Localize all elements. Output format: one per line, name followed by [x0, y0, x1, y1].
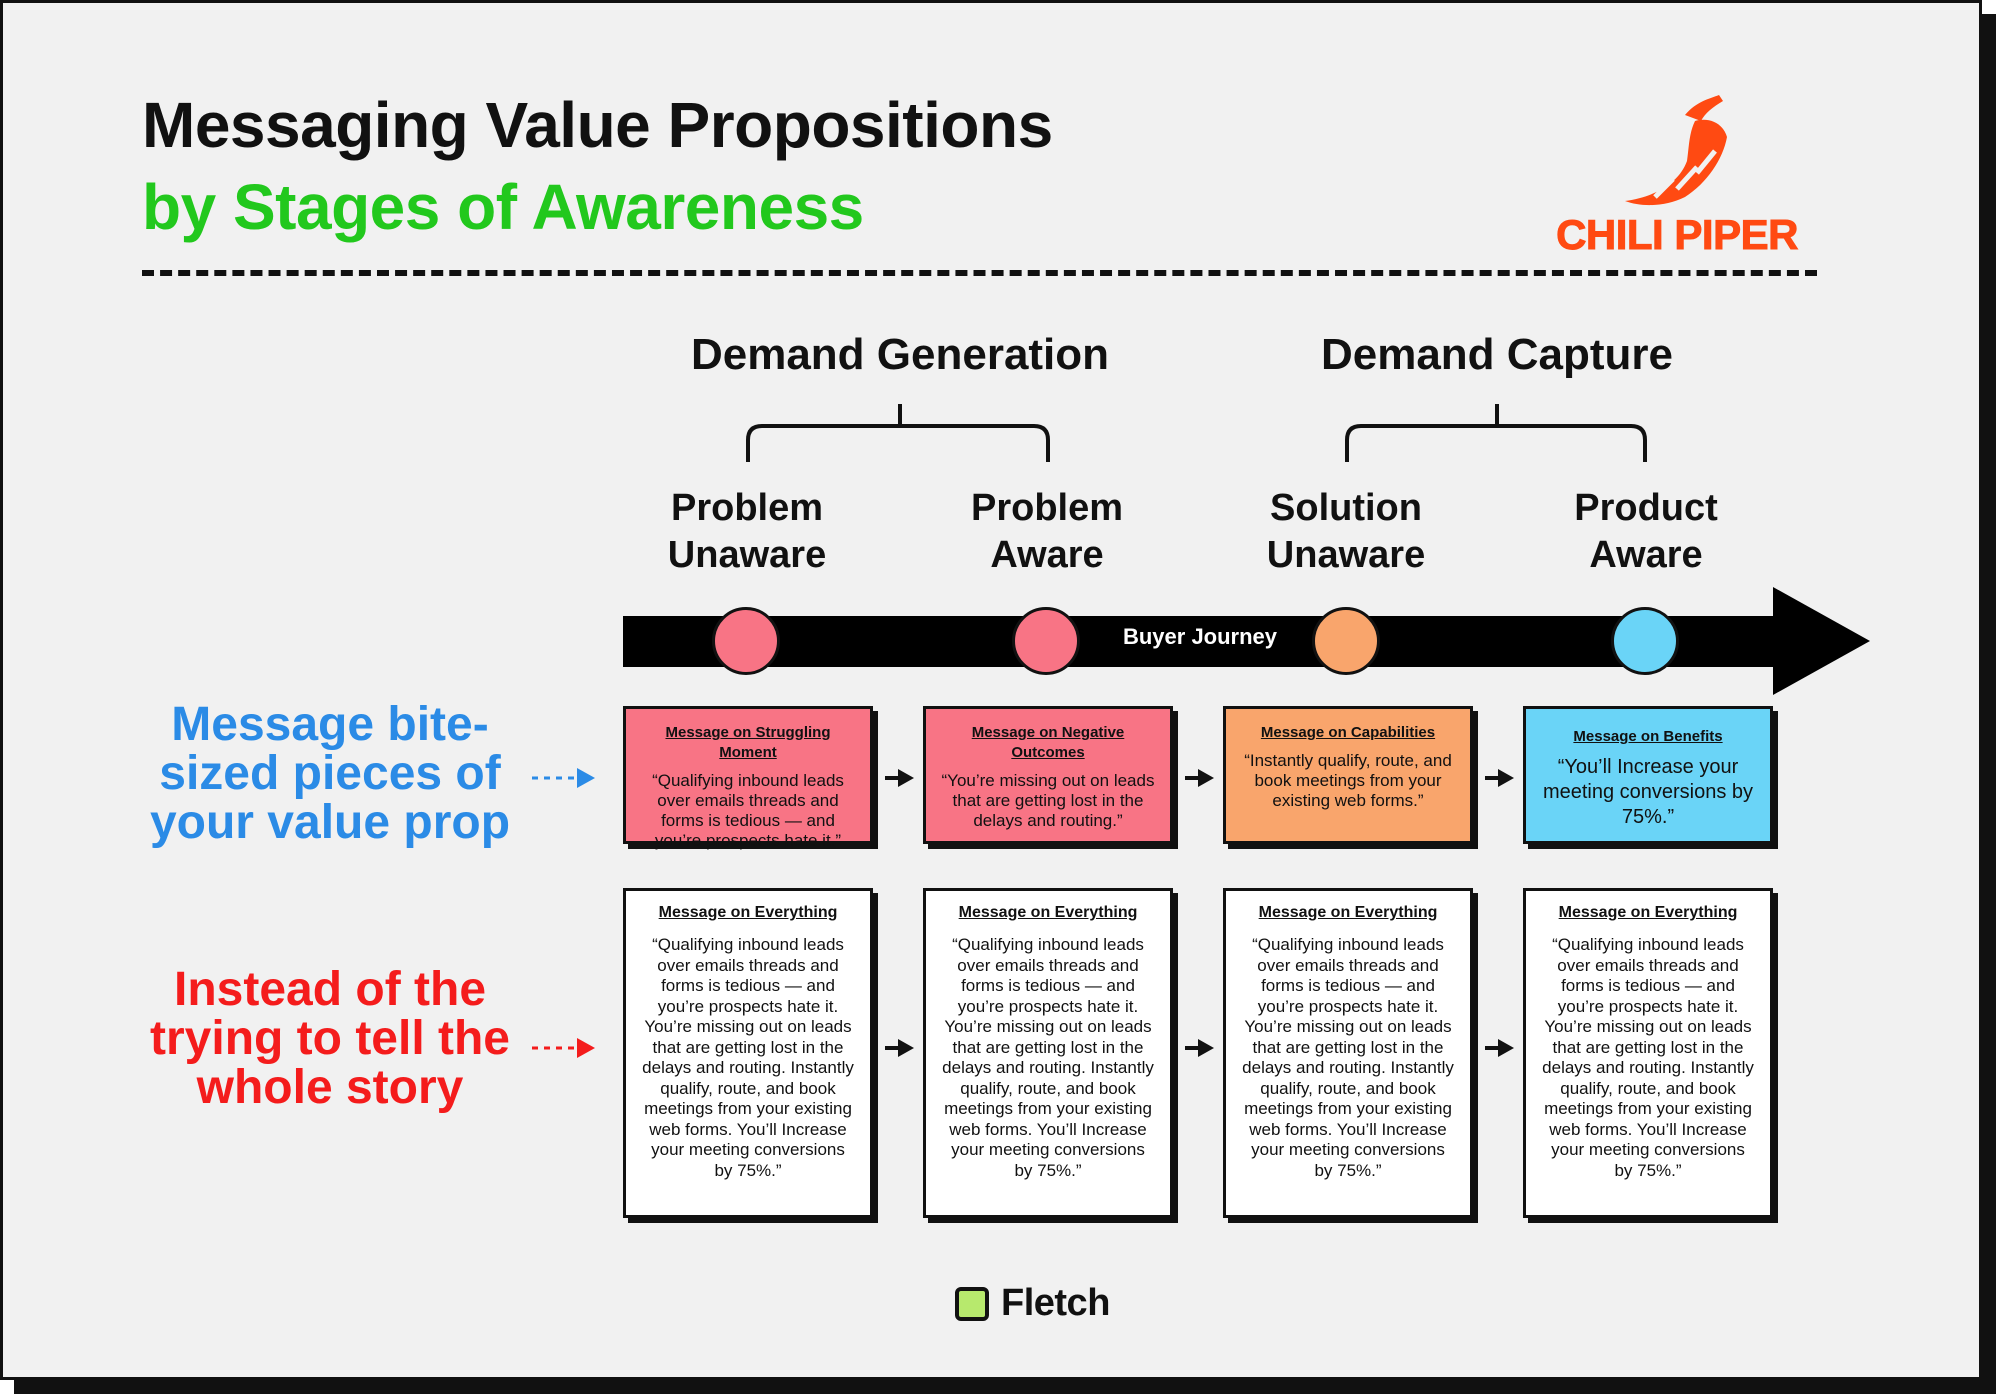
message-box-body: “You’re missing out on leads that are ge…: [941, 771, 1155, 830]
group-label-demand-capture: Demand Capture: [1320, 330, 1674, 379]
message-box-benefits: Message on Benefits “You’ll Increase you…: [1523, 706, 1773, 844]
message-box-body: “Qualifying inbound leads over emails th…: [1542, 935, 1754, 1180]
page-title: Messaging Value Propositions: [142, 89, 1053, 161]
message-box-everything-2: Message on Everything “Qualifying inboun…: [923, 888, 1173, 1218]
message-box-everything-4: Message on Everything “Qualifying inboun…: [1523, 888, 1773, 1218]
message-box-body: “Qualifying inbound leads over emails th…: [942, 935, 1154, 1180]
fletch-logo-icon: [955, 1287, 989, 1321]
message-box-title: Message on Benefits: [1573, 728, 1723, 745]
message-box-body: “Qualifying inbound leads over emails th…: [1242, 935, 1454, 1180]
bracket-demand-capture: [1345, 404, 1647, 462]
bracket-demand-generation: [746, 404, 1050, 462]
message-box-title: Message on Struggling Moment: [665, 724, 831, 761]
message-box-body: “Qualifying inbound leads over emails th…: [642, 935, 854, 1180]
dashed-divider: [142, 270, 1817, 276]
message-box-body: “Instantly qualify, route, and book meet…: [1244, 751, 1452, 810]
red-arrow-head: [577, 1038, 595, 1058]
group-label-demand-generation: Demand Generation: [690, 330, 1110, 379]
message-box-title: Message on Everything: [658, 904, 838, 921]
chili-piper-logo: CHILI PIPER: [1537, 93, 1817, 259]
fletch-brand-name: Fletch: [1001, 1282, 1110, 1324]
message-box-title: Message on Everything: [1258, 904, 1438, 921]
stage-node-problem-aware: [1012, 607, 1080, 675]
message-box-everything-1: Message on Everything “Qualifying inboun…: [623, 888, 873, 1218]
stage-node-product-aware: [1611, 607, 1679, 675]
message-box-title: Message on Capabilities: [1260, 724, 1436, 741]
message-box-body: “You’ll Increase your meeting conversion…: [1542, 756, 1754, 828]
journey-arrow-head: [1773, 587, 1870, 695]
message-box-title: Message on Negative Outcomes: [971, 724, 1125, 761]
message-box-capabilities: Message on Capabilities “Instantly quali…: [1223, 706, 1473, 844]
stage-node-solution-unaware: [1312, 607, 1380, 675]
buyer-journey-bar: [623, 616, 1783, 667]
message-box-everything-3: Message on Everything “Qualifying inboun…: [1223, 888, 1473, 1218]
page-subtitle: by Stages of Awareness: [142, 171, 864, 243]
side-label-whole-story: Instead of the trying to tell the whole …: [150, 963, 510, 1114]
message-box-body: “Qualifying inbound leads over emails th…: [652, 771, 844, 850]
brand-name: CHILI PIPER: [1556, 211, 1799, 259]
message-box-negative-outcomes: Message on Negative Outcomes “You’re mis…: [923, 706, 1173, 844]
message-box-title: Message on Everything: [958, 904, 1138, 921]
message-box-title: Message on Everything: [1558, 904, 1738, 921]
buyer-journey-label: Buyer Journey: [1122, 624, 1278, 649]
blue-arrow-head: [577, 768, 595, 788]
stage-node-problem-unaware: [712, 607, 780, 675]
chili-pepper-icon: [1625, 95, 1727, 206]
message-box-struggling-moment: Message on Struggling Moment “Qualifying…: [623, 706, 873, 850]
side-label-bite-sized: Message bite- sized pieces of your value…: [149, 698, 511, 849]
